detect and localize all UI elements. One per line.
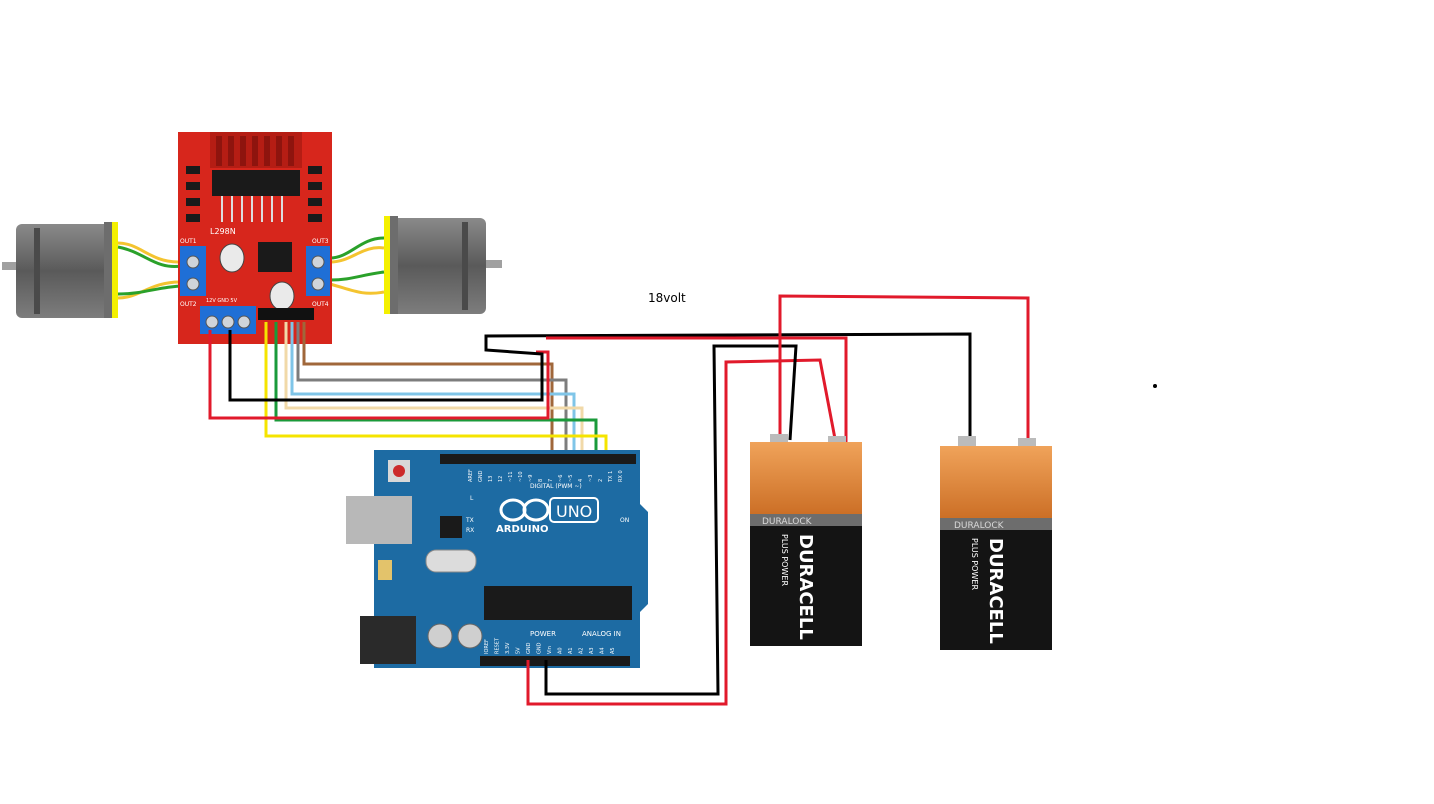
power-header-label: POWER: [530, 630, 556, 638]
right-motor: [384, 216, 502, 314]
driver-chip-label: L298N: [210, 227, 236, 236]
digital-pin-label: 7: [548, 479, 554, 482]
power-pin-label: A1: [568, 647, 574, 654]
digital-pin-label: 13: [488, 476, 494, 482]
driver-input-header: [258, 308, 314, 320]
l298-chip: [212, 170, 300, 196]
power-pin-label: 3.3V: [505, 642, 511, 654]
power-pin-label: IOREF: [484, 639, 490, 654]
left-motor-terminal-bar: [112, 222, 118, 318]
arduino-gnd-wire: [544, 344, 798, 696]
right-motor-body: [390, 218, 486, 314]
arduino-brand: ARDUINO: [496, 524, 548, 535]
digital-pin-label: ~3: [588, 475, 594, 482]
svg-text:OUT1: OUT1: [180, 238, 197, 245]
power-pin-label: A0: [558, 647, 564, 654]
svg-text:OUT3: OUT3: [312, 238, 329, 245]
battery-2: DURALOCK DURACELL PLUS POWER: [940, 436, 1052, 650]
digital-pin-label: 4: [578, 479, 584, 482]
driver-gnd-wire: [228, 330, 972, 440]
power-pin-label: Vin: [547, 646, 553, 654]
arduino-model: UNO: [556, 502, 592, 521]
analog-header-label: ANALOG IN: [582, 630, 621, 638]
digital-pin-label: 8: [538, 479, 544, 482]
power-pin-label: RESET: [495, 637, 501, 654]
digital-pin-label: 2: [598, 479, 604, 482]
battery-1: DURALOCK DURACELL PLUS POWER: [750, 434, 862, 646]
svg-text:PLUS POWER: PLUS POWER: [970, 538, 979, 590]
left-motor: [2, 222, 118, 318]
svg-text:DURALOCK: DURALOCK: [762, 517, 813, 527]
power-pin-label: A3: [589, 647, 595, 654]
driver-12v-wire: [208, 330, 550, 420]
svg-text:PLUS POWER: PLUS POWER: [780, 534, 789, 586]
svg-text:OUT4: OUT4: [312, 301, 329, 308]
digital-pin-label: ~5: [568, 475, 574, 482]
left-motor-body: [16, 224, 112, 318]
digital-pin-label: ~11: [508, 471, 514, 482]
svg-text:L: L: [470, 495, 474, 502]
power-pin-label: A4: [600, 647, 606, 654]
digital-pin-label: ~10: [518, 471, 524, 482]
power-pin-label: GND: [537, 642, 543, 654]
svg-text:OUT2: OUT2: [180, 301, 197, 308]
voltage-regulator: [258, 242, 292, 272]
stray-dot: [1153, 384, 1157, 388]
svg-text:12V GND 5V: 12V GND 5V: [206, 298, 238, 304]
battery-2-brand: DURACELL: [985, 538, 1006, 644]
power-pin-label: A5: [610, 647, 616, 654]
svg-text:RX: RX: [466, 527, 474, 534]
battery-positive-wire: [546, 336, 848, 444]
digital-pin-label: RX 0: [618, 470, 624, 482]
voltage-caption: 18volt: [648, 291, 686, 305]
power-pin-label: A2: [579, 647, 585, 654]
arduino-uno-board: ARDUINO UNO DIGITAL (PWM ~) POWER ANALOG…: [346, 450, 648, 668]
right-motor-terminal-bar: [384, 216, 390, 314]
battery-series-red-wire: [778, 294, 1030, 442]
digital-pin-label: GND: [478, 470, 484, 482]
digital-pin-label: ~9: [528, 475, 534, 482]
usb-port: [346, 496, 412, 544]
arduino-vin-wire: [526, 358, 838, 706]
battery-1-brand: DURACELL: [795, 534, 816, 640]
digital-pin-label: TX 1: [608, 471, 614, 483]
svg-text:DURALOCK: DURALOCK: [954, 521, 1005, 531]
power-pin-label: 5V: [516, 647, 522, 654]
motor-driver-board: L298N OUT1 OUT2 OUT3 OUT4 12V GND 5V: [178, 132, 332, 344]
digital-header: [440, 454, 636, 464]
atmega-chip: [484, 586, 632, 620]
digital-header-label: DIGITAL (PWM ~): [530, 483, 582, 490]
power-jack: [360, 616, 416, 664]
digital-pin-label: 12: [498, 476, 504, 482]
power-analog-header: [480, 656, 630, 666]
signal-wires: [264, 322, 608, 462]
digital-pin-label: AREF: [468, 469, 474, 482]
svg-text:ON: ON: [620, 517, 629, 524]
power-pin-label: GND: [526, 642, 532, 654]
svg-text:TX: TX: [465, 517, 474, 524]
digital-pin-label: ~6: [558, 475, 564, 482]
